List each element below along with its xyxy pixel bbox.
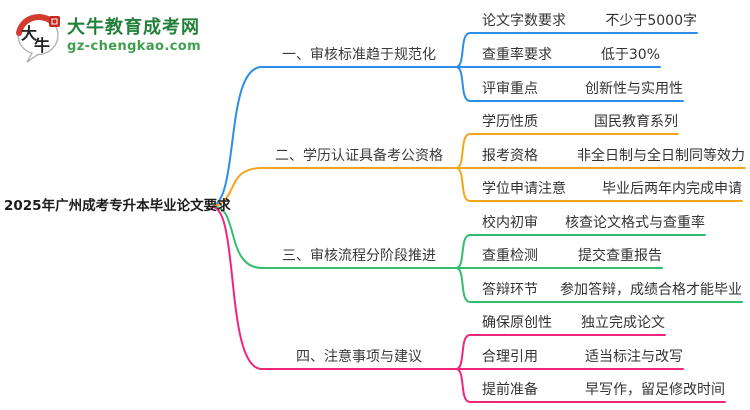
leaf-label: 评审重点 <box>482 81 538 97</box>
leaf-node: 校内初审 核查论文格式与查重率 <box>482 214 705 233</box>
leaf-label: 答辩环节 <box>482 282 538 298</box>
mindmap-root-node: 2025年广州成考专升本毕业论文要求 <box>4 198 231 214</box>
logo-seal <box>49 16 60 27</box>
leaf-value: 毕业后两年内完成申请 <box>602 181 742 197</box>
branch-node-3: 三、审核流程分阶段推进 <box>282 248 436 264</box>
leaf-value: 适当标注与改写 <box>585 349 683 365</box>
leaf-node: 确保原创性 独立完成论文 <box>482 314 665 333</box>
leaf-node: 评审重点 创新性与实用性 <box>482 80 683 99</box>
leaf-node: 报考资格 非全日制与全日制同等效力 <box>482 147 745 166</box>
leaf-value: 独立完成论文 <box>581 315 665 331</box>
leaf-label: 提前准备 <box>482 382 538 398</box>
leaf-value: 国民教育系列 <box>594 114 678 130</box>
logo-char-da: 大 <box>21 24 37 43</box>
leaf-node: 论文字数要求 不少于5000字 <box>482 12 697 31</box>
leaf-value: 早写作，留足修改时间 <box>585 382 725 398</box>
leaf-value: 不少于5000字 <box>605 13 697 29</box>
branch-connector-2 <box>210 133 746 208</box>
leaf-label: 论文字数要求 <box>482 13 566 29</box>
branch-connector-3 <box>210 205 743 303</box>
leaf-value: 核查论文格式与查重率 <box>565 215 705 231</box>
leaf-value: 提交查重报告 <box>578 248 662 264</box>
leaf-node: 学位申请注意 毕业后两年内完成申请 <box>482 180 742 199</box>
leaf-value: 非全日制与全日制同等效力 <box>577 148 745 164</box>
leaf-label: 学位申请注意 <box>482 181 566 197</box>
site-logo[interactable]: 大 牛 大牛教育成考网 gz-chengkao.com <box>13 13 201 65</box>
leaf-label: 确保原创性 <box>482 315 552 331</box>
leaf-label: 查重率要求 <box>482 47 552 63</box>
leaf-node: 查重率要求 低于30% <box>482 46 660 65</box>
logo-bubble-icon: 大 牛 <box>16 14 60 63</box>
logo-char-niu: 牛 <box>34 36 50 55</box>
leaf-label: 合理引用 <box>482 349 538 365</box>
leaf-value: 参加答辩，成绩合格才能毕业 <box>560 282 742 298</box>
branch-connector-4 <box>210 205 726 403</box>
leaf-node: 合理引用 适当标注与改写 <box>482 348 683 367</box>
leaf-value: 创新性与实用性 <box>585 81 683 97</box>
site-url: gz-chengkao.com <box>67 39 202 54</box>
leaf-label: 学历性质 <box>482 114 538 130</box>
leaf-label: 校内初审 <box>482 215 538 231</box>
leaf-value: 低于30% <box>600 47 660 63</box>
site-name: 大牛教育成考网 <box>67 17 200 38</box>
branch-node-4: 四、注意事项与建议 <box>296 349 422 365</box>
leaf-node: 答辩环节 参加答辩，成绩合格才能毕业 <box>482 281 742 300</box>
branch-node-2: 二、学历认证具备考公资格 <box>275 148 443 164</box>
leaf-label: 查重检测 <box>482 248 538 264</box>
leaf-node: 提前准备 早写作，留足修改时间 <box>482 381 725 400</box>
branch-node-1: 一、审核标准趋于规范化 <box>282 47 436 63</box>
leaf-node: 学历性质 国民教育系列 <box>482 113 678 132</box>
branch-connector-1 <box>210 32 698 208</box>
leaf-label: 报考资格 <box>482 148 538 164</box>
leaf-node: 查重检测 提交查重报告 <box>482 247 662 266</box>
